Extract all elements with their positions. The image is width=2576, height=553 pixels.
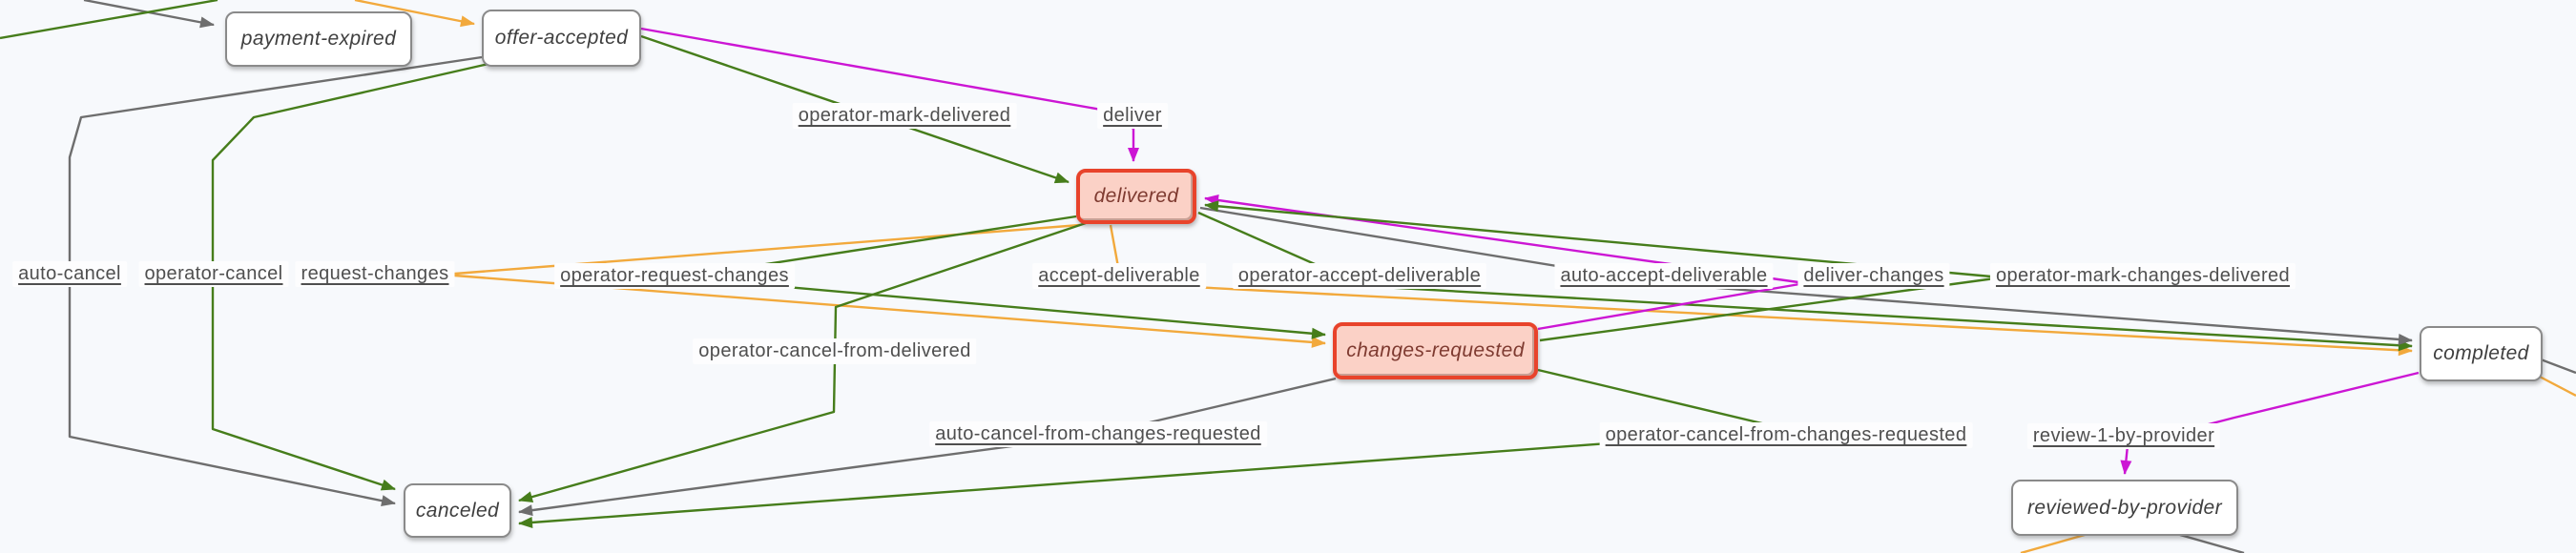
transition-label-operator-cancel-from-delivered: operator-cancel-from-delivered [693,338,977,364]
edge-reviewed-out-orange [2020,533,2086,553]
transition-label-request-changes[interactable]: request-changes [295,261,455,287]
transition-label-auto-cancel[interactable]: auto-cancel [12,261,127,287]
transition-label-operator-cancel-from-changes-requested[interactable]: operator-cancel-from-changes-requested [1599,422,1973,448]
transition-label-operator-mark-changes-delivered[interactable]: operator-mark-changes-delivered [1989,263,2296,289]
edge-accept-offer-in [354,0,475,28]
transition-label-operator-accept-deliverable[interactable]: operator-accept-deliverable [1232,263,1487,289]
edge-auto-cancel [68,55,483,507]
transition-label-operator-mark-delivered[interactable]: operator-mark-delivered [792,103,1017,129]
edge-operator-cancel [211,62,489,491]
state-node-reviewed-by-provider[interactable]: reviewed-by-provider [2011,480,2238,536]
transition-label-review-1-by-provider[interactable]: review-1-by-provider [2026,423,2221,449]
transition-label-deliver-changes[interactable]: deliver-changes [1797,263,1950,289]
state-node-offer-accepted[interactable]: offer-accepted [482,10,641,67]
edge-pass-through-top-left [0,0,218,40]
edge-completed-out-orange [2537,374,2576,398]
state-node-canceled[interactable]: canceled [404,483,511,538]
transition-label-operator-request-changes[interactable]: operator-request-changes [554,263,795,289]
transition-label-deliver[interactable]: deliver [1097,103,1168,129]
transition-label-auto-cancel-from-changes-requested[interactable]: auto-cancel-from-changes-requested [929,421,1267,447]
edge-reviewed-out-gray [2179,533,2245,553]
state-node-changes-requested[interactable]: changes-requested [1333,322,1538,379]
edge-deliver [640,27,1139,162]
state-node-delivered[interactable]: delivered [1076,169,1196,224]
transition-label-operator-cancel[interactable]: operator-cancel [138,261,289,287]
transition-label-accept-deliverable[interactable]: accept-deliverable [1032,263,1206,289]
state-node-completed[interactable]: completed [2420,326,2543,381]
state-node-payment-expired[interactable]: payment-expired [225,11,412,67]
edge-completed-out-gray [2540,358,2576,375]
transition-label-auto-accept-deliverable[interactable]: auto-accept-deliverable [1554,263,1774,289]
